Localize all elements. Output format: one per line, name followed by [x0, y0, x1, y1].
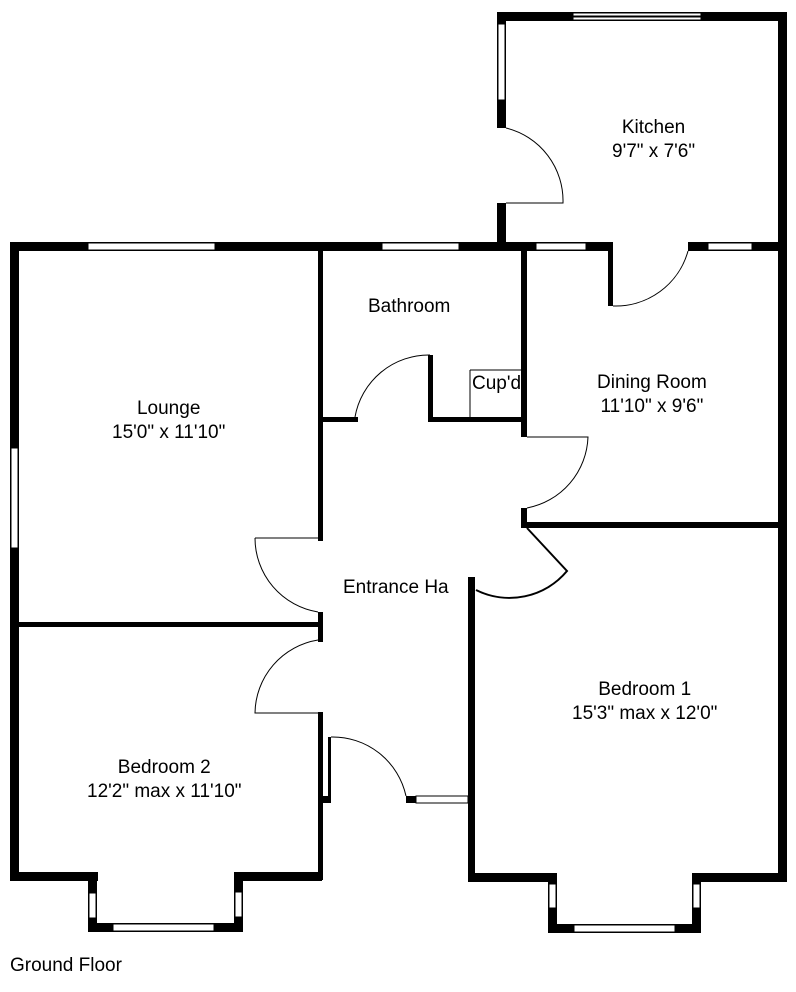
- room-label-bedroom-2: Bedroom 2 12'2" max x 11'10": [87, 756, 242, 804]
- room-name: Bedroom 1: [598, 679, 692, 700]
- room-label-cupboard: Cup'd: [472, 372, 521, 396]
- room-name: Bathroom: [368, 296, 451, 317]
- room-dimensions: 11'10" x 9'6": [600, 396, 704, 417]
- room-name: Dining Room: [597, 372, 707, 393]
- room-label-bathroom: Bathroom: [368, 295, 450, 319]
- room-name: Kitchen: [621, 117, 686, 138]
- room-name: Entrance Ha: [343, 577, 449, 598]
- floor-title: Ground Floor: [10, 955, 122, 976]
- room-label-lounge: Lounge 15'0" x 11'10": [112, 397, 225, 445]
- room-name: Bedroom 2: [117, 757, 211, 778]
- room-name: Cup'd: [472, 373, 521, 394]
- door-swings: [254, 127, 689, 797]
- room-label-entrance-hall: Entrance Ha: [343, 576, 449, 600]
- room-label-kitchen: Kitchen 9'7" x 7'6": [612, 116, 695, 164]
- windows: [10, 12, 753, 933]
- room-dimensions: 9'7" x 7'6": [612, 141, 696, 162]
- interior-walls: [19, 242, 787, 882]
- room-dimensions: 12'2" max x 11'10": [87, 781, 242, 802]
- room-dimensions: 15'0" x 11'10": [112, 422, 226, 443]
- room-label-bedroom-1: Bedroom 1 15'3" max x 12'0": [572, 678, 717, 726]
- room-label-dining-room: Dining Room 11'10" x 9'6": [597, 371, 707, 419]
- room-name: Lounge: [136, 398, 201, 419]
- room-dimensions: 15'3" max x 12'0": [572, 703, 718, 724]
